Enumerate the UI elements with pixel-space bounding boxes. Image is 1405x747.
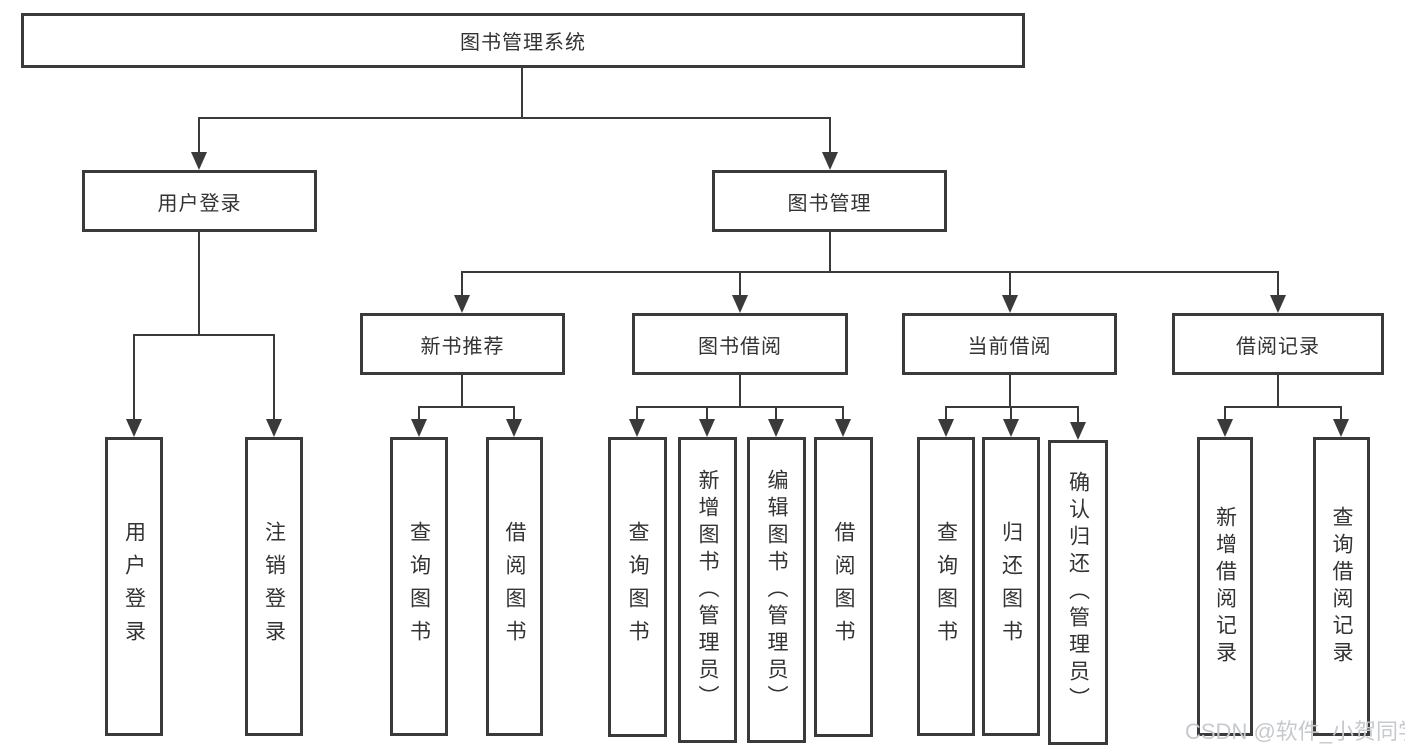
leaf-logout: 注销登录 — [245, 437, 303, 736]
leaf-label: 借阅图书 — [503, 520, 526, 653]
connector-borrow-records-stem — [1277, 375, 1279, 408]
connector-leaf-shaft — [1077, 406, 1079, 424]
node-book-borrow: 图书借阅 — [632, 313, 848, 375]
leaf-label: 确认归还（管理员） — [1066, 471, 1090, 714]
csdn-watermark: CSDN @软件_小贺同学 — [1185, 719, 1405, 744]
arrowhead-icon — [732, 295, 748, 313]
connector-level3-hline — [461, 271, 1279, 273]
connector-leaf-shaft — [273, 334, 275, 421]
leaf-query-books-borrow: 查询图书 — [608, 437, 667, 737]
connector-leaf-shaft — [418, 406, 420, 421]
connector-book-borrow-hline — [636, 406, 844, 408]
connector-leaf-shaft — [706, 406, 708, 421]
connector-leaf-shaft — [1340, 406, 1342, 421]
node-label: 当前借阅 — [967, 335, 1052, 358]
node-library-system: 图书管理系统 — [21, 13, 1025, 68]
connector-book-mgmt-shaft — [829, 117, 831, 154]
node-current-borrow: 当前借阅 — [902, 313, 1117, 375]
connector-book-borrow-stem — [739, 375, 741, 408]
connector-root-stem — [521, 68, 523, 119]
leaf-label: 查询借阅记录 — [1330, 505, 1353, 668]
leaf-user-login: 用户登录 — [105, 437, 163, 736]
node-label: 图书借阅 — [698, 335, 782, 358]
leaf-add-borrow-record: 新增借阅记录 — [1197, 437, 1253, 736]
leaf-label: 用户登录 — [122, 520, 146, 653]
connector-leaf-shaft — [775, 406, 777, 421]
arrowhead-icon — [1270, 295, 1286, 313]
node-user-login: 用户登录 — [82, 170, 317, 232]
connector-leaf-shaft — [636, 406, 638, 421]
connector-leaf-shaft — [842, 406, 844, 421]
node-borrow-records: 借阅记录 — [1172, 313, 1384, 375]
leaf-label: 归还图书 — [999, 520, 1023, 653]
node-label: 图书管理系统 — [460, 32, 586, 54]
leaf-label: 借阅图书 — [832, 521, 855, 653]
arrowhead-icon — [1070, 422, 1086, 440]
connector-leaf-shaft — [1224, 406, 1226, 421]
arrowhead-icon — [938, 419, 954, 437]
connector-borrow-records-shaft — [1277, 271, 1279, 297]
connector-leaf-shaft — [945, 406, 947, 421]
leaf-label: 新增借阅记录 — [1213, 505, 1237, 668]
arrowhead-icon — [1217, 419, 1233, 437]
leaf-add-books-admin: 新增图书（管理员） — [678, 437, 737, 743]
arrowhead-icon — [822, 152, 838, 170]
arrowhead-icon — [191, 152, 207, 170]
connector-new-books-hline — [418, 406, 515, 408]
leaf-query-books-current: 查询图书 — [917, 437, 975, 736]
node-label: 新书推荐 — [420, 335, 505, 358]
connector-leaf-shaft — [133, 334, 135, 421]
node-book-management: 图书管理 — [712, 170, 947, 232]
leaf-query-borrow-record: 查询借阅记录 — [1313, 437, 1370, 736]
leaf-label: 查询图书 — [934, 520, 958, 653]
arrowhead-icon — [411, 419, 427, 437]
connector-current-borrow-stem — [1009, 375, 1011, 408]
arrowhead-icon — [699, 419, 715, 437]
connector-user-login-shaft — [198, 117, 200, 154]
node-new-book-recommend: 新书推荐 — [360, 313, 565, 375]
arrowhead-icon — [629, 419, 645, 437]
arrowhead-icon — [768, 419, 784, 437]
arrowhead-icon — [126, 419, 142, 437]
arrowhead-icon — [1002, 295, 1018, 313]
arrowhead-icon — [835, 419, 851, 437]
leaf-label: 注销登录 — [262, 520, 286, 653]
connector-borrow-records-hline — [1224, 406, 1342, 408]
node-label: 借阅记录 — [1236, 335, 1320, 358]
connector-book-mgmt-stem — [829, 232, 831, 273]
leaf-label: 编辑图书（管理员） — [765, 468, 788, 712]
leaf-label: 新增图书（管理员） — [696, 468, 719, 712]
leaf-query-books-recommend: 查询图书 — [390, 437, 448, 736]
connector-new-books-shaft — [461, 271, 463, 297]
arrowhead-icon — [1003, 419, 1019, 437]
connector-leaf-shaft — [513, 406, 515, 421]
leaf-borrow-books-recommend: 借阅图书 — [486, 437, 543, 736]
node-label: 用户登录 — [157, 192, 242, 215]
arrowhead-icon — [1333, 419, 1349, 437]
connector-level2-hline — [198, 117, 831, 119]
connector-current-borrow-hline — [945, 406, 1079, 408]
connector-current-borrow-shaft — [1009, 271, 1011, 297]
connector-user-login-hline — [133, 334, 275, 336]
leaf-borrow-books: 借阅图书 — [814, 437, 873, 737]
connector-book-borrow-shaft — [739, 271, 741, 297]
leaf-label: 查询图书 — [407, 520, 431, 653]
connector-leaf-shaft — [1010, 406, 1012, 421]
connector-new-books-stem — [461, 375, 463, 408]
node-label: 图书管理 — [787, 192, 872, 215]
leaf-edit-books-admin: 编辑图书（管理员） — [747, 437, 806, 743]
arrowhead-icon — [266, 419, 282, 437]
leaf-label: 查询图书 — [626, 521, 649, 653]
leaf-confirm-return-admin: 确认归还（管理员） — [1048, 440, 1108, 745]
connector-user-login-stem — [198, 232, 200, 336]
arrowhead-icon — [506, 419, 522, 437]
arrowhead-icon — [454, 295, 470, 313]
leaf-return-books: 归还图书 — [982, 437, 1040, 736]
